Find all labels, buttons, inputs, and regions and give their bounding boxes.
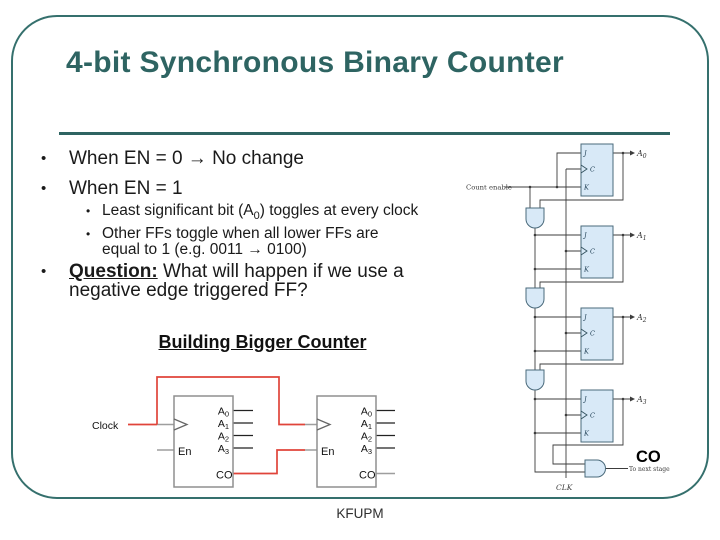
jk-flipflop-1 <box>580 143 614 197</box>
clock-label: Clock <box>92 420 119 432</box>
j-pin-label: J <box>582 396 587 404</box>
co-output-label: CO <box>636 448 661 466</box>
ff-pin-labels: J C K J C K J C K J C K <box>582 150 595 438</box>
bullet-text: When EN = 1 <box>69 178 183 199</box>
circuit-a1-label: A1 <box>636 231 647 242</box>
k-pin-label: K <box>583 430 590 438</box>
carry-and-gate <box>584 459 606 478</box>
jk-flipflop-4 <box>580 389 614 443</box>
and-gate-1 <box>525 207 545 229</box>
bullet-marker: • <box>41 263 47 280</box>
bullet-marker: • <box>86 227 91 241</box>
j-pin-label: J <box>582 314 587 322</box>
clk-label: CLK <box>556 483 573 492</box>
output-a0-label: A0 <box>218 406 229 419</box>
bullet-item-question: • Question: What will happen if we use a… <box>41 261 471 301</box>
j-pin-label: J <box>582 150 587 158</box>
slide-border <box>11 15 709 499</box>
bullet-marker: • <box>86 204 91 218</box>
output-a3-label: A3 <box>361 443 372 456</box>
output-a2-label: A2 <box>218 431 229 444</box>
bullet-item-en1: • When EN = 1 <box>41 179 511 199</box>
synchronous-counter-circuit: J C K J C K J C K J C K A0 A1 A2 A3 Coun… <box>466 143 670 492</box>
bigger-counter-diagram: Clock En En CO CO A0 A1 A2 A3 A0 A1 A2 A… <box>92 376 395 488</box>
gates-and-flipflops <box>525 143 614 478</box>
and-gate-2 <box>525 287 545 309</box>
co-label: CO <box>359 470 376 482</box>
k-pin-label: K <box>583 348 590 356</box>
bullet-text: Other FFs toggle when all lower FFs are … <box>102 225 379 258</box>
page-title: 4-bit Synchronous Binary Counter <box>66 46 564 79</box>
bullet-item-en0: • When EN = 0 → No change <box>41 149 511 169</box>
bullet-text: Question: What will happen if we use a n… <box>69 261 404 301</box>
sub-bullet-other-ffs: • Other FFs toggle when all lower FFs ar… <box>86 226 414 257</box>
chip-labels: Clock En En CO CO A0 A1 A2 A3 A0 A1 A2 A… <box>92 406 376 482</box>
k-pin-label: K <box>583 184 590 192</box>
red-wires <box>128 376 305 475</box>
sub-bullet-lsb: • Least significant bit (A0) toggles at … <box>86 202 471 223</box>
co-label: CO <box>216 470 233 482</box>
output-a1-label: A1 <box>361 418 372 431</box>
output-a2-label: A2 <box>361 431 372 444</box>
en-label: En <box>178 446 191 458</box>
to-next-stage-label: To next stage <box>629 466 670 473</box>
jk-flipflop-3 <box>580 307 614 361</box>
j-pin-label: J <box>582 232 587 240</box>
counter-chip-2 <box>316 395 377 488</box>
en-label: En <box>321 446 334 458</box>
circuit-a3-label: A3 <box>636 395 647 406</box>
bullet-text: When EN = 0 → No change <box>69 148 304 169</box>
question-label: Question: <box>69 261 158 282</box>
circuit-a0-label: A0 <box>636 149 647 160</box>
clock-triangle-icon <box>316 418 332 431</box>
output-a1-label: A1 <box>218 418 229 431</box>
circuit-a2-label: A2 <box>636 313 647 324</box>
building-bigger-counter-heading: Building Bigger Counter <box>158 332 367 352</box>
jk-flipflop-2 <box>580 225 614 279</box>
circuit-output-labels: A0 A1 A2 A3 <box>636 149 647 406</box>
gray-wires <box>157 423 395 475</box>
bullet-marker: • <box>41 180 47 197</box>
output-a3-label: A3 <box>218 443 229 456</box>
kfupm-footer: KFUPM <box>336 506 384 521</box>
c-pin-label: C <box>590 166 595 174</box>
k-pin-label: K <box>583 266 590 274</box>
clock-triangle-icon <box>173 418 189 431</box>
circuit-wires <box>505 152 630 478</box>
junction-dots <box>528 150 635 435</box>
c-pin-label: C <box>590 412 595 420</box>
ff-clock-triangles <box>580 164 588 420</box>
c-pin-label: C <box>590 248 595 256</box>
bullet-marker: • <box>41 150 47 167</box>
c-pin-label: C <box>590 330 595 338</box>
and-gate-3 <box>525 369 545 391</box>
counter-chip-1 <box>173 395 234 488</box>
output-stub-wires <box>233 409 395 449</box>
bullet-text: Least significant bit (A0) toggles at ev… <box>102 202 419 223</box>
output-a0-label: A0 <box>361 406 372 419</box>
title-underline <box>59 132 670 135</box>
count-enable-label: Count enable <box>466 184 512 192</box>
